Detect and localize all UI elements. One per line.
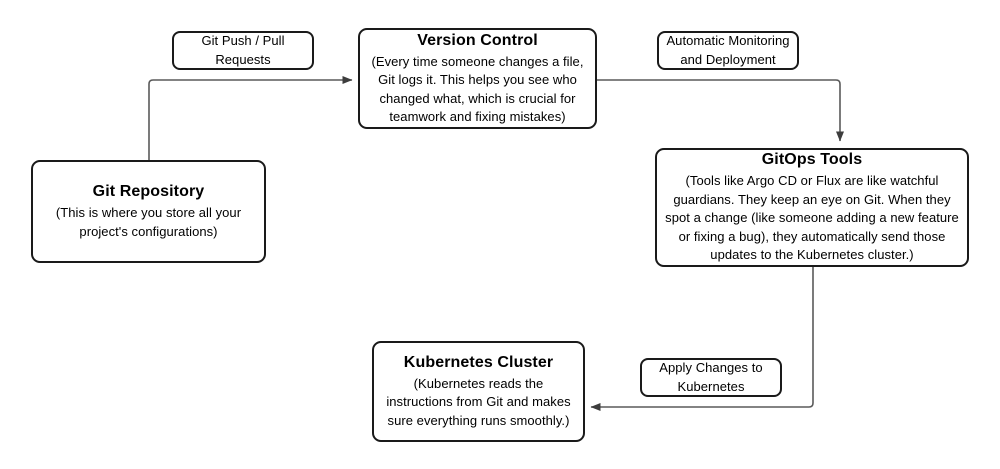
- edge-label-apply-changes-to-kubernetes[interactable]: Apply Changes to Kubernetes: [640, 358, 782, 397]
- edge-label-git-push-pull-requests[interactable]: Git Push / Pull Requests: [172, 31, 314, 70]
- node-body: (Tools like Argo CD or Flux are like wat…: [665, 173, 959, 263]
- node-title: Version Control: [417, 31, 538, 49]
- node-title: Kubernetes Cluster: [403, 353, 554, 371]
- edge-git-repository-to-version-control: [148, 76, 353, 160]
- node-body: (Kubernetes reads the instructions from …: [386, 375, 571, 428]
- edge-version-control-to-gitops-tools: [597, 79, 844, 142]
- edge-label-automatic-monitoring-and-deployment[interactable]: Automatic Monitoring and Deployment: [657, 31, 799, 70]
- node-title: GitOps Tools: [761, 151, 863, 169]
- node-kubernetes-cluster[interactable]: Kubernetes Cluster (Kubernetes reads the…: [372, 341, 585, 442]
- node-gitops-tools[interactable]: GitOps Tools (Tools like Argo CD or Flux…: [655, 148, 969, 267]
- node-body: (This is where you store all your projec…: [55, 205, 242, 239]
- node-title: Git Repository: [92, 183, 205, 201]
- node-version-control[interactable]: Version Control (Every time someone chan…: [358, 28, 597, 129]
- node-git-repository[interactable]: Git Repository (This is where you store …: [31, 160, 266, 263]
- node-body: (Every time someone changes a file, Git …: [371, 53, 584, 124]
